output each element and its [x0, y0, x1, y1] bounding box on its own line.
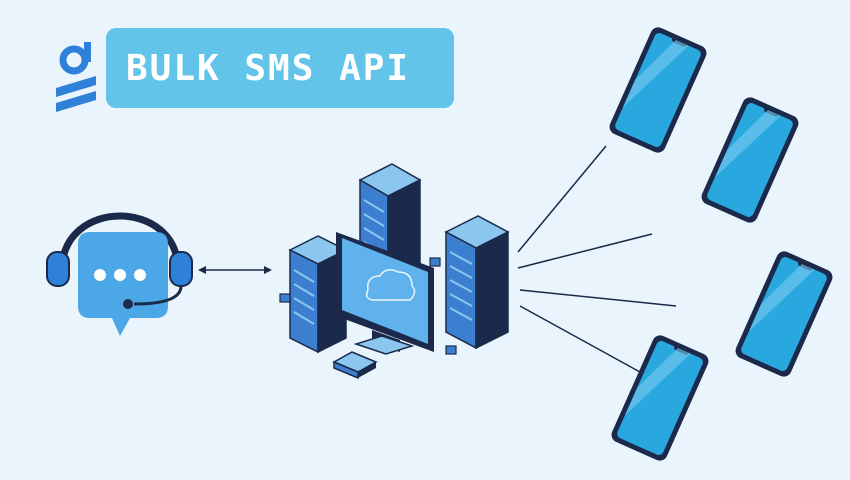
smartphone-icon — [611, 335, 709, 461]
support-headset-chat-icon — [46, 212, 193, 336]
connection-lines — [517, 145, 677, 373]
brand-logo-icon — [56, 42, 96, 112]
page-title: BULK SMS API — [126, 47, 411, 89]
server-cloud-cluster-icon — [279, 163, 510, 380]
connection-line — [519, 289, 677, 307]
connection-line — [519, 305, 641, 373]
double-arrow-icon — [198, 266, 272, 274]
title-banner: BULK SMS API — [106, 28, 454, 108]
smartphone-icon — [609, 27, 707, 153]
connection-line — [517, 145, 607, 253]
connection-line — [517, 233, 653, 269]
smartphone-icon — [701, 97, 799, 223]
smartphone-icon — [735, 251, 833, 377]
